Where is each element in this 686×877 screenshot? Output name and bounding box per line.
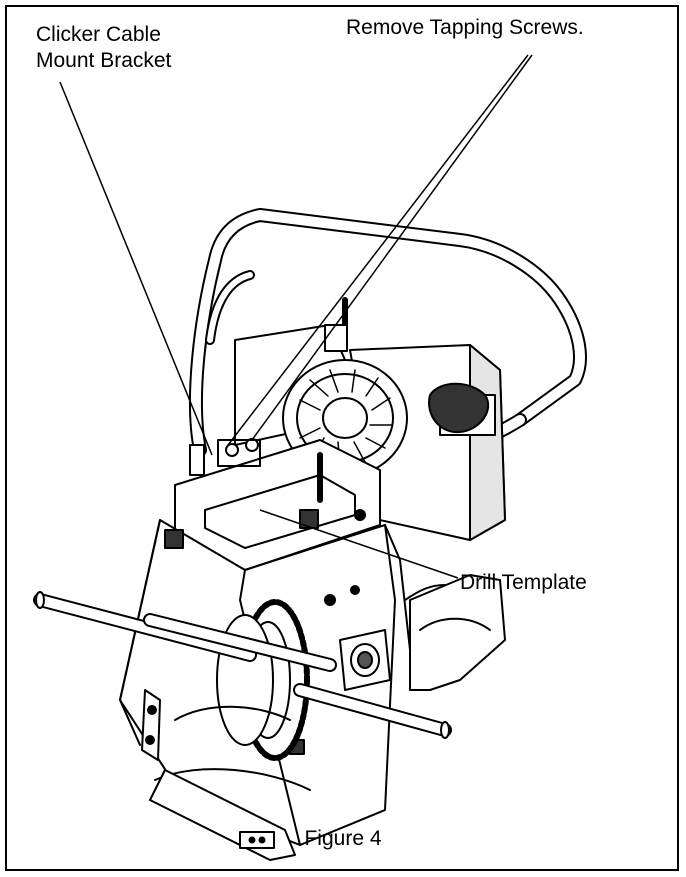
leader-drill-template xyxy=(259,509,459,579)
leader-clicker-bracket xyxy=(59,81,213,456)
callout-clicker-cable-line2: Mount Bracket xyxy=(36,49,172,72)
callout-clicker-cable-line1: Clicker Cable xyxy=(36,23,161,46)
callout-leaders xyxy=(59,54,533,579)
figure-frame xyxy=(5,5,679,871)
figure-caption: Figure 4 xyxy=(304,827,382,850)
leader-tapping-screw-1 xyxy=(227,54,529,446)
bearing-flange xyxy=(339,629,391,691)
leader-tapping-screw-2 xyxy=(251,54,533,441)
lower-scraper xyxy=(149,769,296,861)
discharge-chute xyxy=(404,574,506,691)
callout-drill-template: Drill Template xyxy=(460,571,587,594)
axle-shaft xyxy=(33,591,452,739)
callout-remove-tapping-screws: Remove Tapping Screws. xyxy=(346,16,584,39)
left-strut xyxy=(141,689,161,761)
